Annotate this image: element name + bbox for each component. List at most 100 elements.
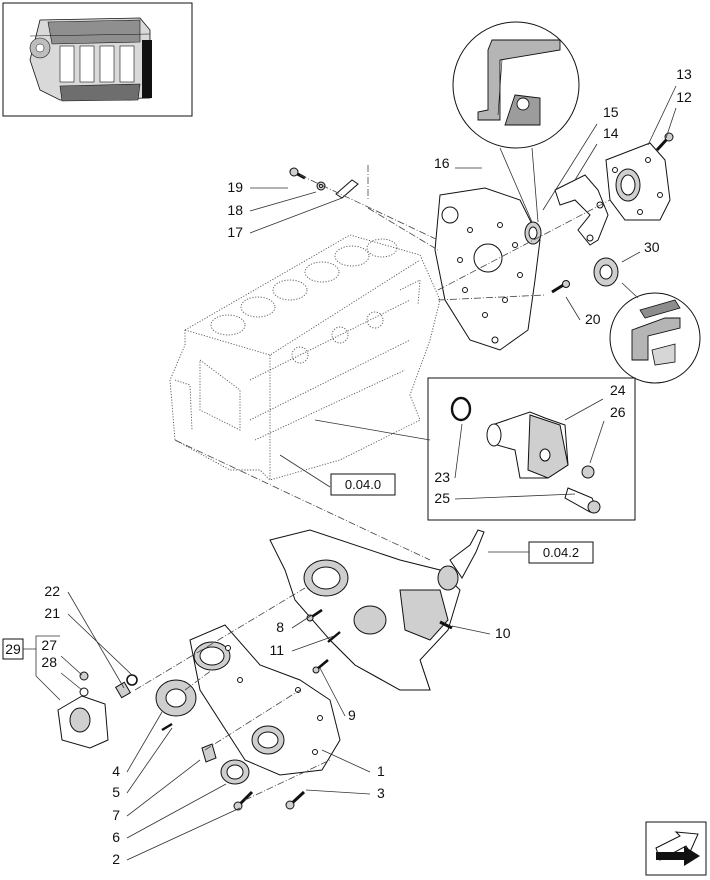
callout-leader: [126, 759, 201, 817]
callout-label: 23: [434, 469, 450, 485]
callout-25[interactable]: 25: [434, 490, 576, 506]
callout-leader: [621, 251, 641, 263]
callout-label: 22: [44, 583, 60, 599]
next-page-arrow-icon[interactable]: [645, 821, 707, 876]
callout-leader: [126, 783, 227, 839]
callout-label: 11: [269, 642, 284, 658]
screw-9: [312, 659, 329, 674]
group-box-29[interactable]: 29: [2, 635, 61, 701]
callout-14[interactable]: 14: [574, 125, 619, 181]
screw-2: [233, 790, 254, 811]
seal-15: [524, 221, 542, 245]
callout-19[interactable]: 19: [227, 179, 288, 195]
callout-label: 18: [227, 202, 243, 218]
callout-leader: [291, 614, 313, 629]
callout-8[interactable]: 8: [276, 614, 313, 635]
callout-15[interactable]: 15: [542, 104, 619, 211]
callout-label: 24: [610, 382, 626, 398]
callout-label: 15: [603, 104, 619, 120]
callout-label: 17: [227, 224, 243, 240]
callout-30[interactable]: 30: [621, 239, 660, 263]
seal-detail-lower: [609, 282, 701, 384]
callout-leader: [126, 807, 241, 861]
callout-label: 14: [603, 125, 619, 141]
callout-label: 8: [276, 619, 284, 635]
ref-box-0.04.2[interactable]: 0.04.2: [488, 541, 594, 564]
callout-16[interactable]: 16: [434, 155, 482, 171]
seal-30: [593, 257, 619, 287]
pin-10: [439, 620, 453, 630]
callout-label: 7: [112, 807, 120, 823]
callout-leader: [67, 613, 134, 677]
callout-leader: [451, 625, 491, 635]
callout-1[interactable]: 1: [321, 749, 385, 779]
callout-label: 21: [44, 605, 60, 621]
callout-22[interactable]: 22: [44, 583, 125, 689]
pump-flange-4: [155, 679, 197, 717]
callout-leader: [60, 655, 83, 676]
callout-leader: [319, 667, 346, 717]
ref-label-0.04.0: 0.04.0: [345, 477, 381, 492]
callout-label: 6: [112, 829, 120, 845]
callout-leader: [647, 85, 677, 146]
callout-leader: [542, 123, 598, 211]
callout-label: 30: [644, 239, 660, 255]
screw-12: [655, 132, 674, 152]
callout-4[interactable]: 4: [112, 711, 163, 779]
callout-label: 2: [112, 851, 120, 867]
callout-label: 9: [348, 707, 356, 723]
callout-leader: [126, 727, 173, 794]
front-cover-1: [189, 624, 341, 776]
callout-label: 3: [377, 785, 385, 801]
callout-leader: [249, 191, 317, 212]
callout-label: 25: [434, 490, 450, 506]
callout-20[interactable]: 20: [565, 296, 601, 327]
screw-20: [551, 280, 570, 294]
callout-28[interactable]: 28: [41, 654, 83, 691]
callout-6[interactable]: 6: [112, 783, 227, 845]
callout-label: 1: [377, 763, 385, 779]
seal-detail-upper: [452, 21, 580, 223]
ref-box-0.04.0[interactable]: 0.04.0: [330, 473, 396, 496]
callout-12[interactable]: 12: [665, 89, 692, 139]
callout-3[interactable]: 3: [305, 785, 385, 801]
callout-label: 4: [112, 763, 120, 779]
rear-plate-16: [434, 187, 541, 351]
callout-10[interactable]: 10: [451, 625, 511, 641]
callout-leader: [665, 107, 677, 139]
callout-2[interactable]: 2: [112, 807, 241, 867]
callout-leader: [565, 296, 581, 321]
plug-22: [114, 681, 132, 699]
callout-18[interactable]: 18: [227, 191, 317, 218]
callout-24[interactable]: 24: [564, 382, 626, 421]
stud-11: [327, 631, 341, 643]
sensor-7: [201, 743, 217, 763]
callout-layer: 1312151416191817302024262325108112221272…: [41, 66, 692, 867]
callout-7[interactable]: 7: [112, 759, 201, 823]
callout-label: 28: [41, 654, 57, 670]
callout-leader: [564, 398, 604, 421]
callout-26[interactable]: 26: [589, 404, 626, 464]
group-label-29: 29: [5, 641, 21, 657]
engine-thumbnail-icon[interactable]: [2, 2, 193, 117]
callout-label: 13: [676, 66, 692, 82]
callout-leader: [454, 423, 463, 479]
callout-11[interactable]: 11: [269, 635, 335, 658]
callout-9[interactable]: 9: [319, 667, 356, 723]
callout-leader: [126, 711, 163, 773]
callout-label: 16: [434, 155, 450, 171]
callout-23[interactable]: 23: [434, 423, 463, 485]
callout-label: 10: [495, 625, 511, 641]
callout-label: 27: [41, 637, 57, 653]
callout-13[interactable]: 13: [647, 66, 692, 146]
bushing-17: [335, 179, 359, 199]
callout-leader: [589, 420, 605, 464]
bracket-29: [57, 671, 109, 749]
callout-27[interactable]: 27: [41, 637, 83, 676]
callout-5[interactable]: 5: [112, 727, 173, 800]
callout-leader: [249, 197, 343, 234]
callout-17[interactable]: 17: [227, 197, 343, 240]
callout-leader: [60, 672, 83, 691]
callout-21[interactable]: 21: [44, 605, 134, 677]
